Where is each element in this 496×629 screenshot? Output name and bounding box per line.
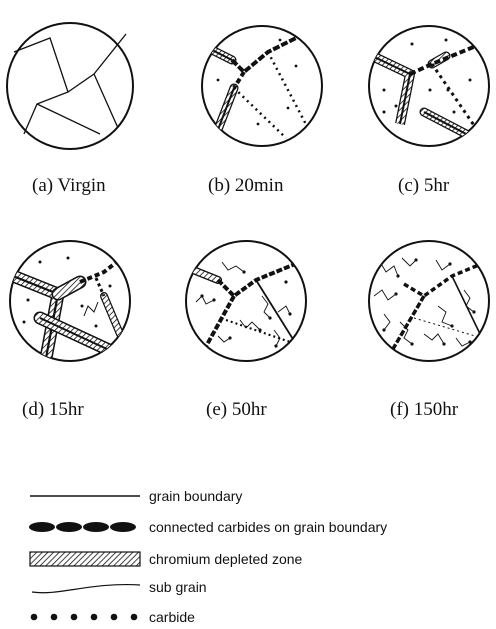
carbide-chain-f1: [390, 296, 424, 354]
connected-carbides-f: [404, 262, 486, 296]
carbide-chain-b2: [268, 52, 310, 132]
carbide-chain-e1: [204, 296, 234, 350]
grain-boundaries-a: [14, 34, 126, 134]
panel-a-caption: (a) Virgin: [32, 175, 106, 196]
panel-b-caption: (b) 20min: [208, 175, 284, 196]
connected-carbides-e: [218, 262, 300, 296]
panel-c: (c) 5hr: [368, 26, 489, 196]
carbide-chain-b3: [234, 88, 286, 138]
panel-d-caption: (d) 15hr: [22, 399, 84, 420]
legend-grain-boundary-label: grain boundary: [149, 488, 242, 504]
sub-grain-d: [84, 302, 98, 316]
legend-connected-carbides-symbol: [29, 522, 136, 532]
legend: grain boundary connected carbides on gra…: [29, 488, 387, 625]
legend-sub-grain-label: sub grain: [149, 579, 207, 595]
panel-f: (f) 150hr: [369, 241, 489, 420]
carbide-chain-e2: [226, 320, 296, 344]
grain-boundary-e1: [256, 280, 296, 344]
carbide-chain-b1: [234, 72, 244, 88]
legend-connected-carbides-label: connected carbides on grain boundary: [149, 519, 387, 535]
grain-boundary-f2: [414, 318, 482, 338]
connected-carbides-d: [80, 256, 124, 282]
legend-depleted-zone-symbol: [30, 552, 140, 566]
panel-f-caption: (f) 150hr: [390, 399, 459, 420]
legend-depleted-zone-label: chromium depleted zone: [149, 551, 303, 567]
legend-sub-grain-symbol: [32, 585, 140, 593]
connected-carbides-b: [232, 36, 300, 72]
sub-grains-f: [374, 258, 474, 346]
panel-c-circle: [369, 26, 489, 146]
panel-e: (e) 50hr: [186, 241, 306, 420]
panel-c-caption: (c) 5hr: [398, 175, 450, 196]
legend-carbide-symbol: [31, 614, 138, 621]
carbide-dots-c: [383, 39, 472, 114]
panel-d: (d) 15hr: [8, 241, 130, 420]
panel-b: (b) 20min: [200, 26, 322, 196]
legend-carbide-label: carbide: [149, 609, 195, 625]
panel-e-caption: (e) 50hr: [206, 399, 267, 420]
panel-a: (a) Virgin: [7, 23, 133, 196]
